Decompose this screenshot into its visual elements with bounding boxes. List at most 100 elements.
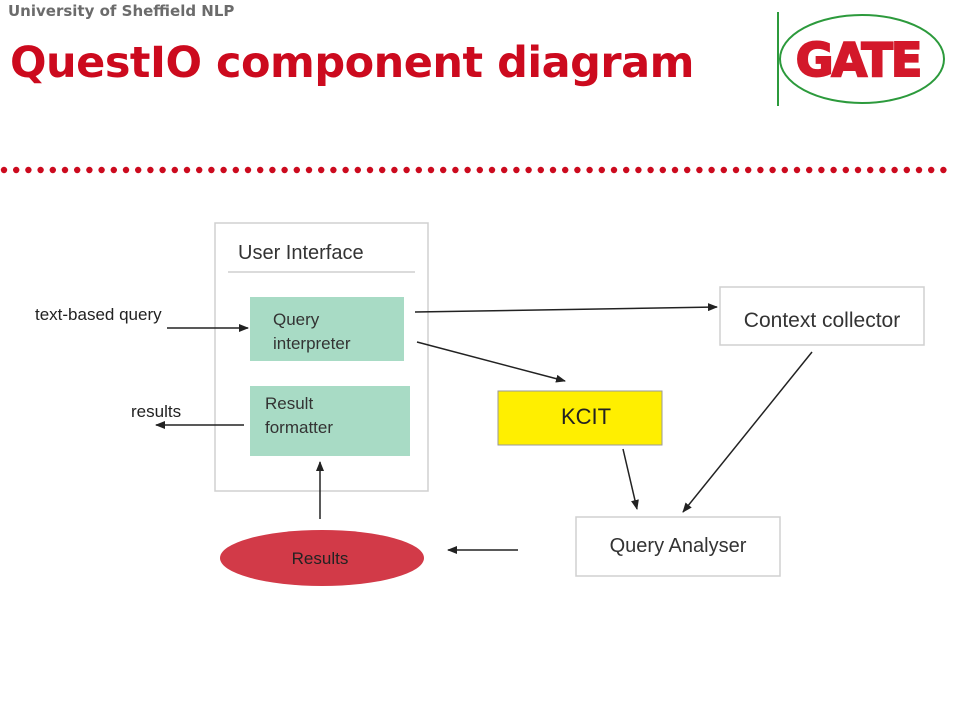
divider-dot (159, 166, 166, 174)
divider-dot (513, 166, 520, 174)
divider-dot (476, 166, 483, 174)
divider-dot (354, 166, 361, 174)
result-formatter-label-line2: formatter (265, 418, 333, 437)
query-interpreter-label-line2: interpreter (273, 334, 351, 353)
divider-dot (391, 166, 398, 174)
divider-dot (549, 166, 557, 174)
divider-dot (574, 166, 581, 174)
divider-dot (842, 166, 849, 174)
divider-dot (623, 166, 630, 174)
arrow-interpreter-to-kcit (416, 341, 566, 383)
divider-dot (135, 166, 142, 174)
divider-dot (867, 166, 874, 174)
divider-dot (903, 166, 910, 174)
arrow-interpreter-to-context (414, 303, 718, 313)
divider-dot (281, 166, 288, 174)
divider-dot (196, 166, 203, 174)
divider-dot (806, 166, 813, 174)
divider-dot (464, 166, 471, 174)
divider-dot (671, 166, 679, 174)
divider-dot (708, 166, 715, 174)
context-collector-box: Context collector (719, 286, 925, 346)
divider-dot (220, 166, 227, 174)
divider-dot (183, 166, 191, 174)
divider-dot (440, 166, 447, 174)
divider-dot (818, 166, 825, 174)
divider-dot (915, 166, 923, 174)
results-ellipse: Results (220, 530, 424, 586)
divider-dot (696, 166, 703, 174)
dotted-divider (0, 166, 947, 174)
divider-dot (293, 166, 300, 174)
result-formatter-box: Result formatter (250, 386, 410, 456)
arrow-kcit-to-analyser (622, 448, 639, 510)
results-ellipse-label: Results (292, 549, 349, 568)
divider-dot (257, 166, 264, 174)
divider-dot (98, 166, 105, 174)
divider-dot (732, 166, 740, 174)
divider-dot (366, 166, 374, 174)
context-collector-label: Context collector (744, 309, 900, 332)
gate-logo-ring (779, 14, 945, 104)
divider-dot (403, 166, 410, 174)
query-interpreter-label-line1: Query (273, 310, 320, 329)
divider-dot (562, 166, 569, 174)
divider-dot (415, 166, 422, 174)
divider-dot (525, 166, 532, 174)
divider-dot (501, 166, 508, 174)
output-label: results (131, 402, 181, 421)
divider-dot (928, 166, 935, 174)
header-org: University of Sheffield NLP (8, 2, 235, 20)
divider-dot (208, 166, 215, 174)
divider-dot (769, 166, 776, 174)
kcit-label: KCIT (561, 404, 611, 429)
divider-dot (684, 166, 691, 174)
divider-dot (427, 166, 435, 174)
result-formatter-label-line1: Result (265, 394, 313, 413)
divider-dot (61, 166, 69, 174)
divider-dot (0, 166, 8, 174)
divider-dot (244, 166, 252, 174)
kcit-box: KCIT (497, 390, 663, 446)
arrow-context-to-analyser (682, 351, 813, 513)
divider-dot (647, 166, 654, 174)
divider-dot (171, 166, 178, 174)
divider-dot (25, 166, 32, 174)
divider-dot (49, 166, 56, 174)
gate-logo: GATE (777, 12, 945, 106)
divider-dot (879, 166, 886, 174)
divider-dot (305, 166, 313, 174)
user-interface-label: User Interface (238, 242, 364, 264)
divider-dot (757, 166, 764, 174)
divider-dot (781, 166, 788, 174)
divider-dot (745, 166, 752, 174)
divider-dot (147, 166, 154, 174)
divider-dot (452, 166, 459, 174)
divider-dot (232, 166, 239, 174)
divider-dot (659, 166, 666, 174)
divider-dot (720, 166, 727, 174)
component-diagram: User Interface Query interpreter Result … (35, 222, 925, 586)
divider-dot (342, 166, 349, 174)
divider-dot (74, 166, 81, 174)
divider-dot (110, 166, 118, 174)
divider-dot (13, 166, 20, 174)
divider-dot (635, 166, 642, 174)
divider-dot (793, 166, 801, 174)
input-label: text-based query (35, 305, 162, 324)
query-analyser-box: Query Analyser (575, 516, 781, 577)
gate-logo-text: GATE (796, 33, 921, 87)
divider-dot (891, 166, 898, 174)
divider-dot (37, 166, 44, 174)
divider-dot (269, 166, 276, 174)
divider-dot (330, 166, 337, 174)
query-analyser-label: Query Analyser (610, 535, 747, 557)
query-interpreter-box: Query interpreter (250, 297, 404, 361)
divider-dot (854, 166, 862, 174)
divider-dot (598, 166, 605, 174)
divider-dot (830, 166, 837, 174)
divider-dot (122, 166, 130, 174)
divider-dot (86, 166, 93, 174)
divider-dot (488, 166, 496, 174)
divider-dot (379, 166, 386, 174)
